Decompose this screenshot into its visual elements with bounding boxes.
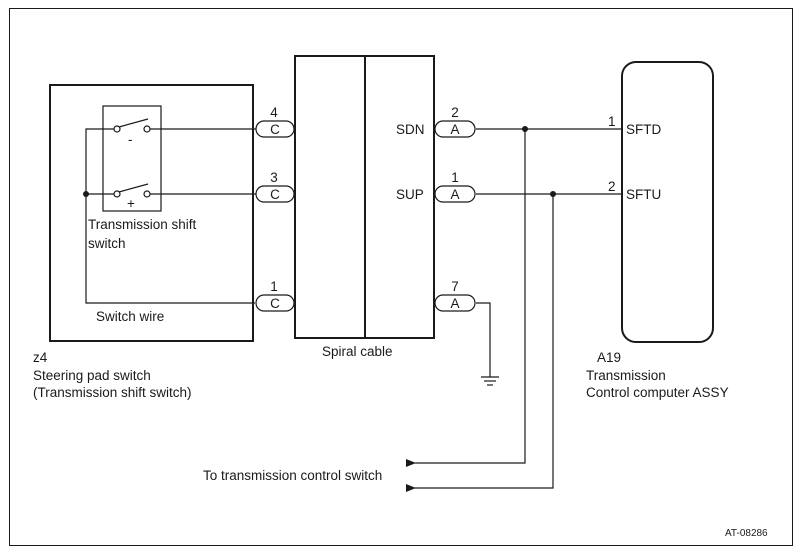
pin-number: 2 (451, 105, 459, 120)
connector-a-pin-2: A 2 (434, 105, 476, 138)
connector-a-pin-1: A 1 (434, 170, 476, 203)
switch-wire (85, 194, 255, 304)
switch-wire-label: Switch wire (96, 309, 164, 324)
ground-wire (476, 302, 491, 377)
connector-letter: A (450, 122, 459, 137)
diagram-frame (9, 8, 793, 546)
steering-pad-switch-name: Steering pad switch (33, 368, 151, 383)
branch-wire-sdn (406, 129, 526, 467)
steering-pad-switch-subname: (Transmission shift switch) (33, 385, 192, 400)
ecu-signal-sftu: SFTU (626, 187, 661, 202)
signal-label-sup: SUP (396, 187, 424, 202)
connector-c-pin-1: C 1 (255, 279, 295, 312)
ecu-pin-number: 2 (608, 179, 616, 194)
pin-number: 1 (270, 279, 278, 294)
minus-symbol: - (128, 132, 133, 147)
figure-id: AT-08286 (725, 528, 768, 539)
junction-dot-sup (550, 191, 556, 197)
steering-pad-switch-code: z4 (33, 350, 48, 365)
connector-c-pin-3: C 3 (255, 170, 295, 203)
ecu-code: A19 (597, 350, 621, 365)
pin-number: 1 (451, 170, 459, 185)
connector-letter: C (270, 296, 280, 311)
branch-wire-sup (406, 194, 554, 492)
connector-letter: A (450, 296, 459, 311)
connector-a-pin-7: A 7 (434, 279, 476, 312)
pin-number: 4 (270, 105, 278, 120)
ecu-signal-sftd: SFTD (626, 122, 661, 137)
spiral-cable-label: Spiral cable (322, 344, 393, 359)
shift-switch-label-line-1: Transmission shift (88, 217, 197, 232)
steering-pad-switch-box (49, 84, 254, 342)
switch-common-wire (85, 128, 114, 195)
connector-c-pin-4: C 4 (255, 105, 295, 138)
connector-letter: C (270, 122, 280, 137)
ecu-name-line-1: Transmission (586, 368, 666, 383)
to-control-switch-label: To transmission control switch (203, 468, 382, 483)
ecu-name-line-2: Control computer ASSY (586, 385, 729, 400)
connector-letter: C (270, 187, 280, 202)
junction-dot-switch (83, 191, 89, 197)
junction-dot-sdn (522, 126, 528, 132)
shift-switch-label-line-2: switch (88, 236, 126, 251)
pin-number: 3 (270, 170, 278, 185)
minus-switch (113, 118, 151, 133)
transmission-shift-switch-box (102, 105, 162, 212)
ground-icon (481, 376, 499, 386)
signal-label-sdn: SDN (396, 122, 425, 137)
connector-letter: A (450, 187, 459, 202)
ecu-pin-number: 1 (608, 114, 616, 129)
pin-number: 7 (451, 279, 459, 294)
ecu-box (621, 61, 714, 343)
plus-symbol: + (127, 196, 135, 211)
